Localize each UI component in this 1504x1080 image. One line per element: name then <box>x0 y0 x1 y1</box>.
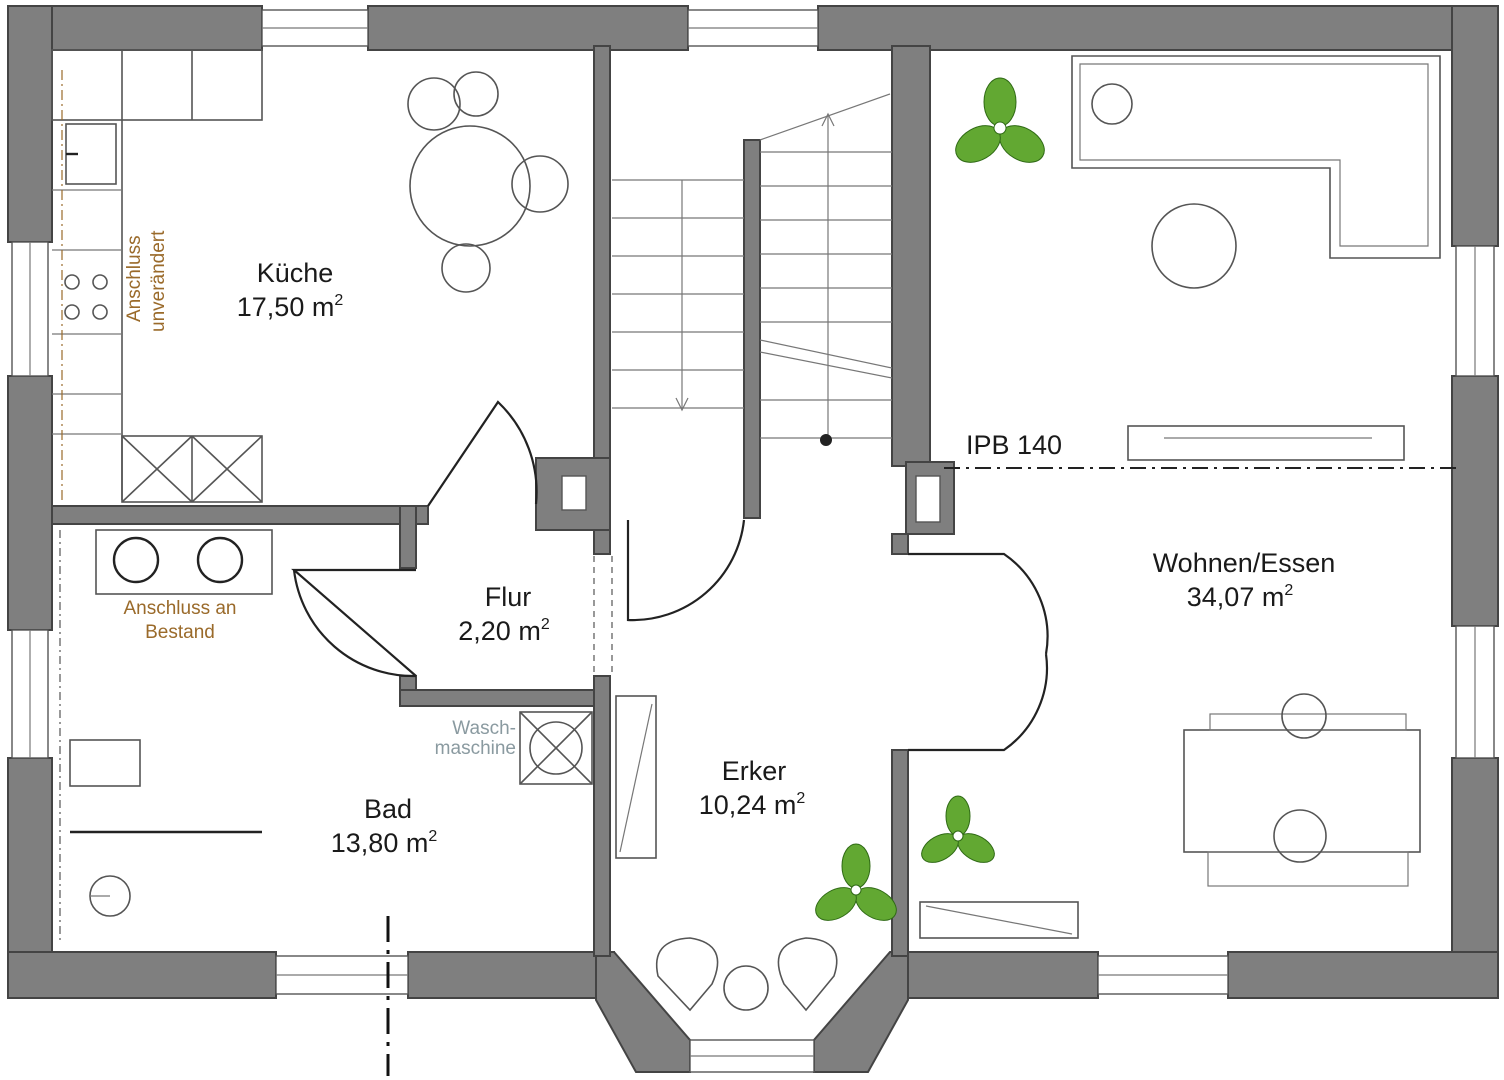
beam-label: IPB 140 <box>966 430 1062 460</box>
room-name-erker: Erker <box>722 756 787 786</box>
toilet-icon <box>69 739 141 787</box>
plant-icon-3 <box>815 843 897 921</box>
room-labels: Küche 17,50 m2 Flur 2,20 m2 Bad 13,80 m2… <box>237 258 1336 858</box>
sofa-icon <box>1071 55 1441 259</box>
room-area-kueche: 17,50 m2 <box>237 292 344 322</box>
erker-furniture <box>615 695 838 1012</box>
note-anschluss-unveraendert-1: Anschluss <box>124 235 145 322</box>
interior-walls <box>51 45 955 957</box>
person-icon-2 <box>407 77 461 131</box>
outer-walls <box>7 5 1499 1073</box>
washbasin-icon-2 <box>196 536 244 584</box>
coffee-table-icon <box>1151 203 1237 289</box>
room-name-wohnen: Wohnen/Essen <box>1153 548 1336 578</box>
plants <box>815 77 1045 921</box>
bath-furniture <box>59 529 593 1076</box>
washing-machine-icon <box>519 711 593 785</box>
note-waschmaschine-1: Wasch- <box>452 718 516 739</box>
note-waschmaschine-2: maschine <box>435 738 516 759</box>
kitchen-furniture <box>51 49 569 503</box>
person-icon <box>511 155 569 213</box>
note-anschluss-bestand-2: Bestand <box>145 622 215 643</box>
door-stair[interactable] <box>626 519 746 622</box>
plant-icon <box>955 77 1045 163</box>
windows <box>11 9 1495 1073</box>
stair-marker <box>820 434 832 446</box>
living-furniture <box>919 55 1462 939</box>
room-area-wohnen: 34,07 m2 <box>1187 582 1294 612</box>
sideboard-icon <box>1127 425 1405 461</box>
room-area-flur: 2,20 m2 <box>458 616 550 646</box>
table-icon <box>409 125 531 247</box>
room-name-kueche: Küche <box>257 258 334 288</box>
person-icon-3 <box>1091 83 1133 125</box>
washbasin-icon <box>112 536 160 584</box>
note-anschluss-unveraendert-2: unverändert <box>148 230 169 332</box>
door-kueche[interactable] <box>427 400 538 507</box>
room-name-bad: Bad <box>364 794 412 824</box>
door-bad[interactable] <box>291 568 417 678</box>
note-anschluss-bestand-1: Anschluss an <box>123 598 236 619</box>
plant-icon-2 <box>921 795 995 863</box>
door-wohnen[interactable] <box>908 552 1049 752</box>
installation-notes: Anschluss unverändert Anschluss an Besta… <box>123 230 516 759</box>
staircase <box>612 93 893 446</box>
stove-icon <box>64 274 80 290</box>
room-area-bad: 13,80 m2 <box>331 828 438 858</box>
room-name-flur: Flur <box>485 582 532 612</box>
dining-table-icon <box>1183 729 1421 853</box>
room-area-erker: 10,24 m2 <box>699 790 806 820</box>
doors[interactable] <box>291 400 1049 752</box>
